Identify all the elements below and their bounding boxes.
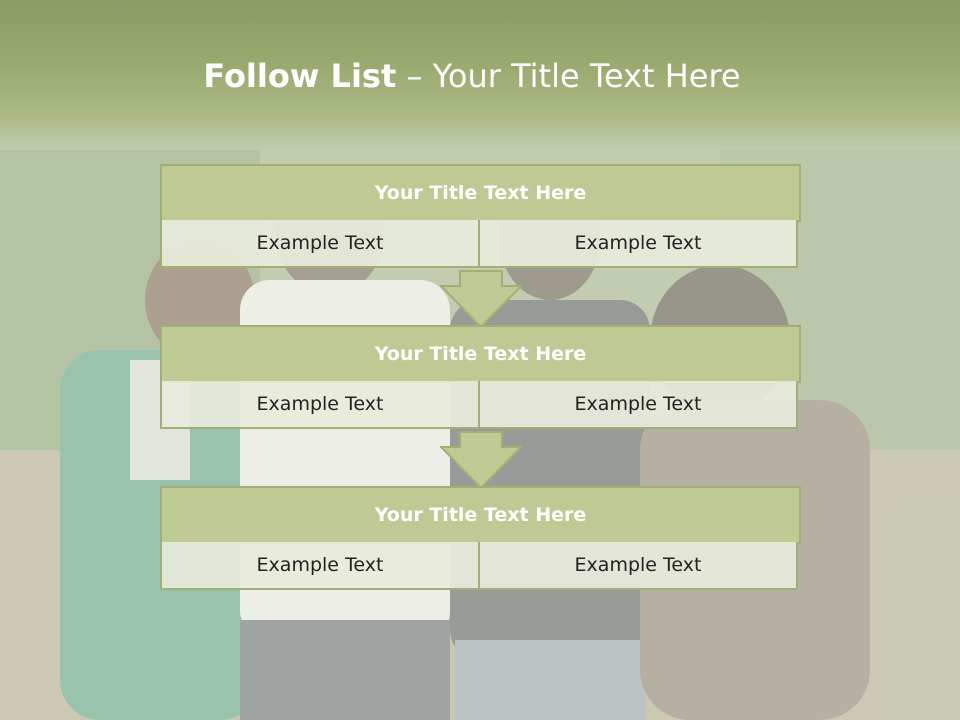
title-rest: – Your Title Text Here [396, 57, 741, 95]
block-title: Your Title Text Here [160, 325, 801, 383]
page-title: Follow List – Your Title Text Here [0, 52, 944, 100]
block-cell-right: Example Text [480, 381, 798, 429]
block-cell-right: Example Text [480, 220, 798, 268]
block-cell-right: Example Text [480, 542, 798, 590]
block-cell-left: Example Text [160, 220, 480, 268]
block-cell-left: Example Text [160, 381, 480, 429]
down-arrow-icon [440, 270, 522, 328]
down-arrow-icon [440, 431, 522, 489]
block-cell-left: Example Text [160, 542, 480, 590]
block-title: Your Title Text Here [160, 486, 801, 544]
title-bold: Follow List [203, 57, 397, 95]
title-band [0, 0, 960, 150]
block-title: Your Title Text Here [160, 164, 801, 222]
